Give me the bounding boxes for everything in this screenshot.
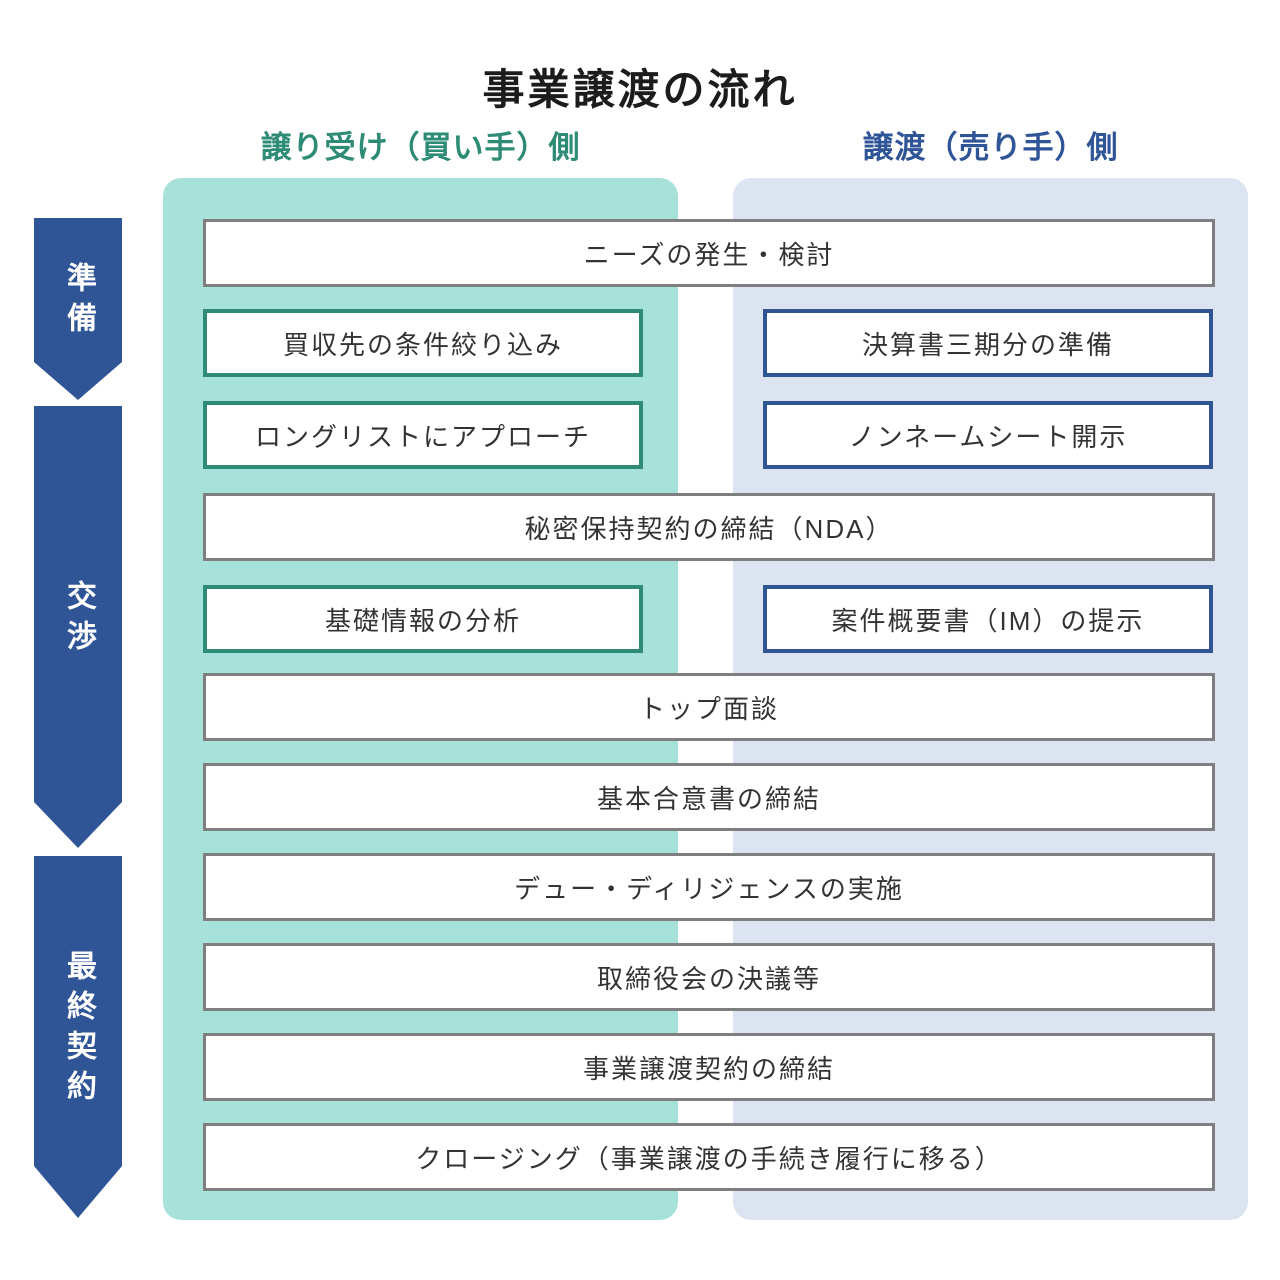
phase-arrow-final-contract: 最終契約 xyxy=(34,856,122,1218)
step-top-meeting: トップ面談 xyxy=(203,673,1215,741)
step-closing: クロージング（事業譲渡の手続き履行に移る） xyxy=(203,1123,1215,1191)
column-header-buyer: 譲り受け（買い手）側 xyxy=(260,130,581,165)
step-buyer-acquisition-criteria: 買収先の条件絞り込み xyxy=(203,309,643,377)
phase-arrow-preparation: 準備 xyxy=(34,218,122,400)
phase-label-preparation: 準備 xyxy=(62,262,95,342)
step-buyer-longlist-approach: ロングリストにアプローチ xyxy=(203,401,643,469)
step-board-resolution: 取締役会の決議等 xyxy=(203,943,1215,1011)
step-seller-nonname-sheet: ノンネームシート開示 xyxy=(763,401,1213,469)
step-buyer-basic-info-analysis: 基礎情報の分析 xyxy=(203,585,643,653)
step-needs-consideration: ニーズの発生・検討 xyxy=(203,219,1215,287)
column-header-seller: 譲渡（売り手）側 xyxy=(862,130,1119,165)
step-transfer-contract: 事業譲渡契約の締結 xyxy=(203,1033,1215,1101)
step-due-diligence: デュー・ディリジェンスの実施 xyxy=(203,853,1215,921)
phase-arrow-negotiation: 交渉 xyxy=(34,406,122,848)
page-title: 事業譲渡の流れ xyxy=(482,66,798,113)
step-basic-agreement: 基本合意書の締結 xyxy=(203,763,1215,831)
step-seller-im-presentation: 案件概要書（IM）の提示 xyxy=(763,585,1213,653)
phase-label-final-contract: 最終契約 xyxy=(62,950,95,1110)
step-seller-financial-statements: 決算書三期分の準備 xyxy=(763,309,1213,377)
step-nda: 秘密保持契約の締結（NDA） xyxy=(203,493,1215,561)
phase-label-negotiation: 交渉 xyxy=(62,580,95,660)
